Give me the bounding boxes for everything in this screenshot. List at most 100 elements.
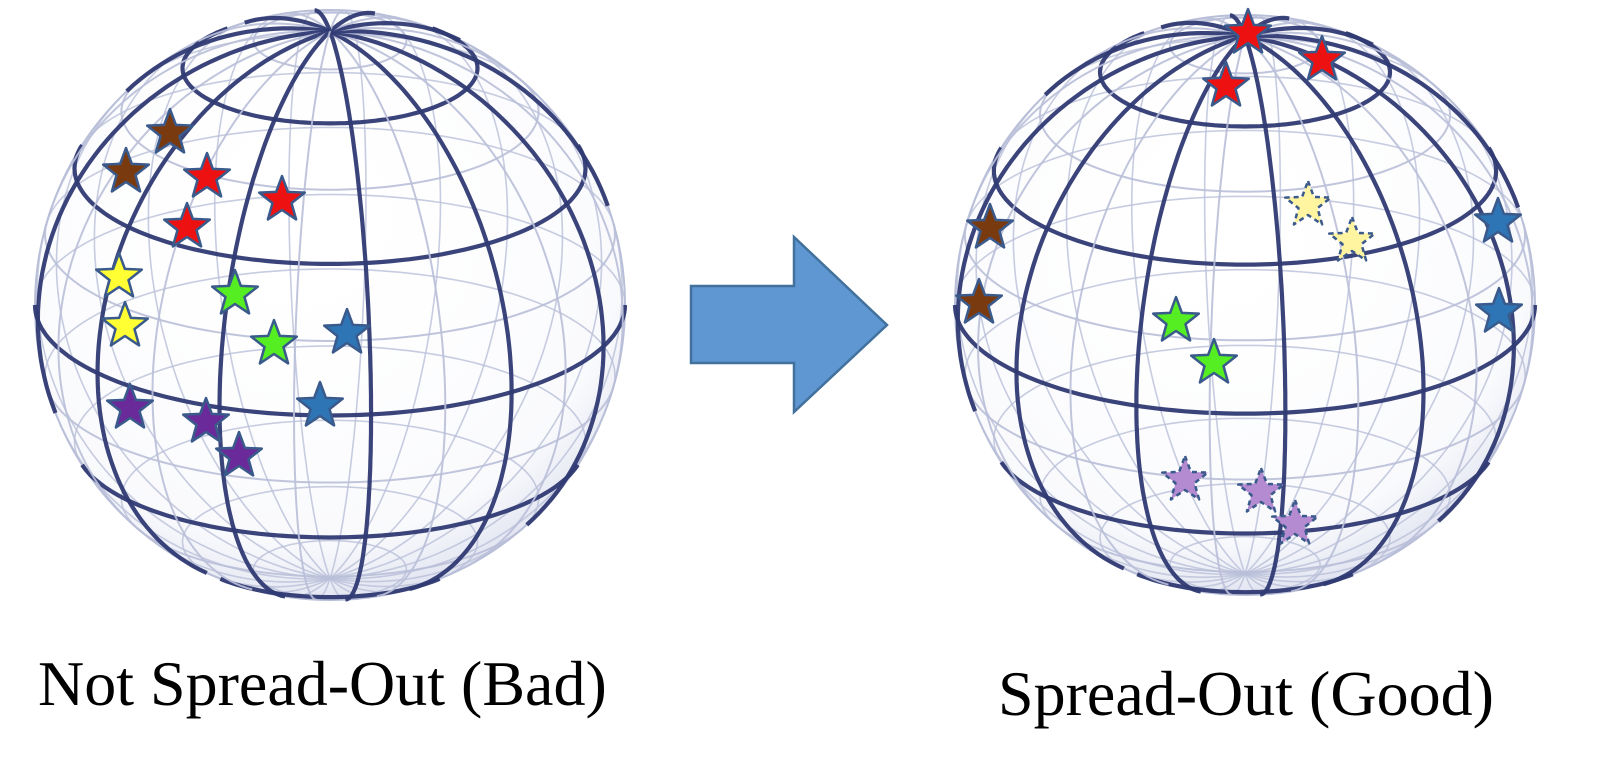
grid-line-minor bbox=[57, 30, 331, 533]
sphere-not-spread-out bbox=[32, 8, 628, 602]
star-purple bbox=[1160, 454, 1210, 501]
grid-line-major bbox=[244, 15, 331, 34]
grid-line-minor bbox=[965, 385, 1525, 481]
sphere-spread-out bbox=[952, 7, 1538, 597]
star-brown bbox=[965, 202, 1015, 249]
grid-line-minor bbox=[329, 9, 344, 32]
grid-line-major bbox=[329, 29, 514, 592]
star-purple bbox=[1236, 466, 1286, 513]
grid-line-back bbox=[964, 268, 1526, 386]
grid-line-major bbox=[991, 146, 1499, 267]
grid-line-back bbox=[1244, 81, 1513, 575]
grid-line-minor bbox=[329, 27, 533, 91]
grid-line-back bbox=[1244, 198, 1534, 575]
star-red bbox=[162, 201, 212, 248]
grid-line-major bbox=[328, 30, 374, 602]
grid-line-back bbox=[1000, 75, 1490, 149]
grid-line-back bbox=[329, 77, 603, 580]
grid-line-back bbox=[329, 36, 564, 580]
grid-line-major bbox=[32, 304, 628, 418]
grid-line-major bbox=[1244, 34, 1426, 587]
grid-line-major bbox=[1244, 25, 1374, 47]
grid-line-major bbox=[35, 29, 331, 414]
grid-line-minor bbox=[329, 30, 567, 570]
grid-line-back bbox=[1244, 382, 1526, 575]
star-purple bbox=[214, 430, 264, 477]
grid-line-back bbox=[1099, 482, 1391, 578]
grid-line-major bbox=[1244, 33, 1521, 209]
grid-line-major bbox=[1014, 34, 1246, 571]
star-green bbox=[1151, 295, 1201, 342]
grid-line-back bbox=[81, 71, 579, 146]
grid-line-back bbox=[1244, 573, 1261, 596]
caption-not-spread-out: Not Spread-Out (Bad) bbox=[38, 648, 607, 719]
grid-line-major bbox=[329, 20, 461, 43]
right-arrow-icon bbox=[689, 234, 889, 415]
grid-line-major bbox=[72, 143, 588, 266]
grid-line-major bbox=[328, 10, 376, 34]
star-purple bbox=[105, 382, 155, 429]
star-red bbox=[1201, 60, 1251, 107]
arrow-shape bbox=[689, 234, 889, 415]
grid-line-major bbox=[1134, 34, 1247, 594]
grid-line-back bbox=[956, 209, 1246, 575]
grid-line-back bbox=[329, 12, 442, 580]
star-blue bbox=[295, 380, 345, 427]
grid-line-back bbox=[971, 402, 1246, 576]
grid-line-minor bbox=[329, 30, 447, 598]
star-brown bbox=[954, 277, 1004, 324]
grid-line-back bbox=[181, 485, 479, 583]
grid-line-minor bbox=[197, 22, 331, 43]
grid-line-major bbox=[1243, 35, 1288, 597]
grid-line-major bbox=[999, 460, 1491, 536]
grid-line-back bbox=[1244, 24, 1421, 575]
grid-line-major bbox=[1244, 34, 1517, 523]
grid-line-minor bbox=[964, 34, 1246, 228]
grid-line-back bbox=[45, 126, 615, 224]
star-blue bbox=[1473, 196, 1523, 243]
grid-line-major bbox=[329, 29, 606, 527]
star-yellow bbox=[94, 251, 144, 298]
grid-line-back bbox=[1039, 417, 1451, 527]
star-red bbox=[257, 174, 307, 221]
grid-line-minor bbox=[1244, 35, 1360, 593]
grid-line-back bbox=[316, 578, 331, 601]
grid-line-major bbox=[329, 29, 610, 207]
grid-line-back bbox=[1244, 40, 1475, 575]
grid-line-back bbox=[1231, 573, 1246, 596]
grid-line-minor bbox=[963, 224, 1527, 342]
star-green bbox=[249, 318, 299, 365]
grid-line-major bbox=[955, 34, 1246, 412]
star-brown bbox=[145, 107, 195, 154]
star-yellow bbox=[1327, 215, 1377, 262]
grid-line-minor bbox=[45, 386, 615, 484]
grid-line-back bbox=[965, 129, 1525, 225]
grid-line-back bbox=[329, 383, 615, 580]
star-yellow bbox=[1283, 179, 1333, 226]
grid-line-minor bbox=[1244, 35, 1478, 566]
grid-line-minor bbox=[329, 16, 414, 33]
grid-line-minor bbox=[292, 31, 331, 601]
grid-line-major bbox=[952, 304, 1538, 416]
star-red bbox=[182, 151, 232, 198]
grid-line-back bbox=[329, 19, 509, 580]
grid-line-back bbox=[213, 13, 331, 580]
star-purple bbox=[181, 396, 231, 443]
star-red bbox=[1223, 7, 1273, 54]
grid-line-back bbox=[51, 403, 331, 580]
caption-spread-out: Spread-Out (Good) bbox=[998, 658, 1494, 729]
grid-line-back bbox=[73, 345, 587, 466]
grid-line-back bbox=[1065, 25, 1246, 575]
grid-line-major bbox=[80, 463, 580, 540]
grid-line-major bbox=[125, 26, 331, 93]
star-brown bbox=[101, 146, 151, 193]
grid-line-major bbox=[314, 8, 332, 33]
grid-line-back bbox=[44, 268, 616, 388]
grid-line-back bbox=[329, 196, 623, 580]
grid-line-major bbox=[217, 29, 332, 599]
star-purple bbox=[1270, 498, 1320, 545]
grid-line-minor bbox=[1069, 35, 1246, 586]
grid-line-minor bbox=[1115, 27, 1246, 47]
grid-line-minor bbox=[329, 30, 624, 403]
